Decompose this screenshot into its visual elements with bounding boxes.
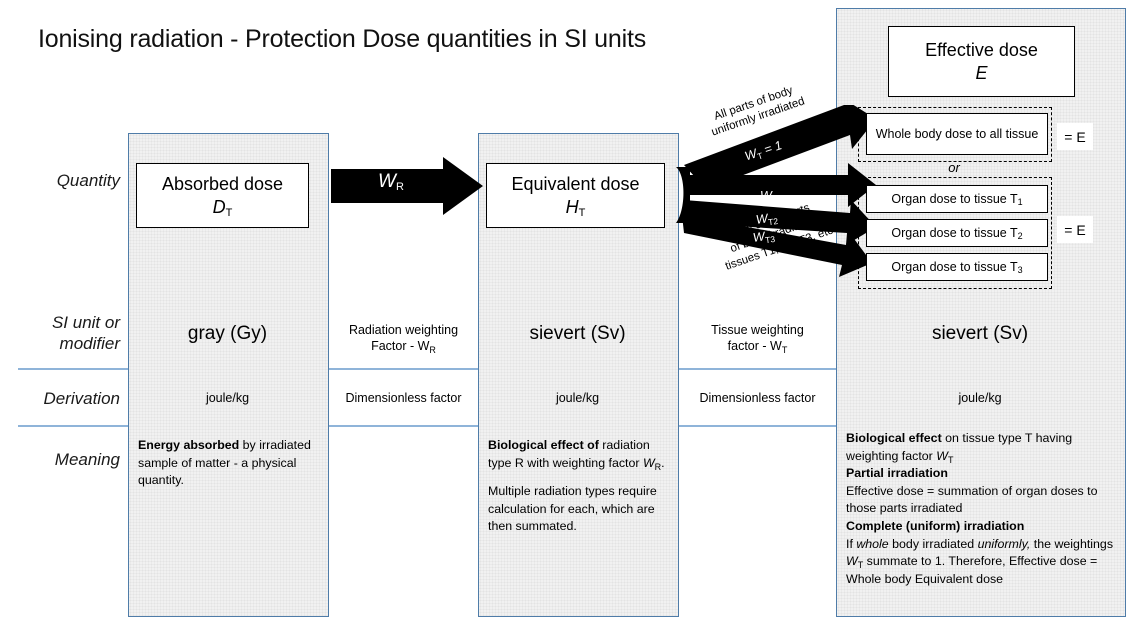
fan-label-wt2: WT2 — [755, 211, 779, 228]
arrow-wr-icon — [331, 157, 483, 215]
page-title: Ionising radiation - Protection Dose qua… — [38, 25, 646, 53]
panel-absorbed-dose — [128, 133, 329, 617]
box-absorbed-dose: Absorbed dose DT — [136, 163, 309, 228]
row-label-si-unit-line2: modifier — [59, 334, 120, 354]
derivation-absorbed: joule/kg — [205, 391, 250, 405]
meaning-absorbed: Energy absorbed by irradiated sample of … — [138, 438, 311, 488]
fan-arrows-icon — [676, 99, 876, 277]
absorbed-dose-name: Absorbed dose — [161, 174, 284, 194]
derivation-equivalent: joule/kg — [555, 391, 600, 405]
equals-e-whole-body: = E — [1057, 123, 1093, 150]
meaning-equivalent: Biological effect of radiation type R wi… — [488, 438, 665, 534]
arrow-wr-label: WR — [378, 171, 404, 193]
si-unit-tissue-weighting-factor: Tissue weighting factor - WT — [711, 323, 804, 356]
panel-effective-dose — [836, 8, 1126, 617]
effective-dose-symbol: E — [975, 62, 988, 83]
equivalent-dose-name: Equivalent dose — [511, 174, 640, 194]
row-label-meaning: Meaning — [54, 450, 120, 469]
derivation-effective: joule/kg — [958, 391, 1002, 405]
fan-label-wt3: WT3 — [752, 229, 776, 246]
si-unit-absorbed: gray (Gy) — [187, 323, 268, 344]
derivation-tissue-factor: Dimensionless factor — [699, 391, 816, 405]
row-label-quantity: Quantity — [56, 171, 120, 190]
meaning-effective: Biological effect on tissue type T havin… — [846, 431, 1114, 586]
box-equivalent-dose: Equivalent dose HT — [486, 163, 665, 228]
arrow-radiation-weighting: WR — [331, 157, 483, 215]
si-unit-equivalent: sievert (Sv) — [529, 323, 626, 344]
arrow-fan-tissue-weighting — [676, 99, 876, 295]
or-label: or — [948, 160, 960, 175]
dashed-group-organ-doses — [858, 177, 1052, 289]
fan-label-wt1: WT1 — [760, 189, 782, 205]
si-unit-effective: sievert (Sv) — [931, 323, 1029, 344]
effective-dose-name: Effective dose — [925, 40, 1038, 60]
box-whole-body-dose: Whole body dose to all tissue — [866, 113, 1048, 155]
row-label-derivation: Derivation — [43, 389, 120, 408]
si-unit-radiation-weighting-factor: Radiation weighting Factor - WR — [348, 323, 459, 356]
box-effective-dose: Effective dose E — [888, 26, 1075, 97]
row-label-si-unit: SI unit or modifier — [0, 312, 120, 355]
derivation-radiation-factor: Dimensionless factor — [345, 391, 462, 405]
dashed-group-whole-body — [858, 107, 1052, 162]
absorbed-dose-symbol: DT — [212, 196, 233, 219]
equivalent-dose-symbol: HT — [565, 196, 586, 219]
row-label-si-unit-line1: SI unit or — [51, 313, 120, 332]
equals-e-organ-doses: = E — [1057, 216, 1093, 243]
